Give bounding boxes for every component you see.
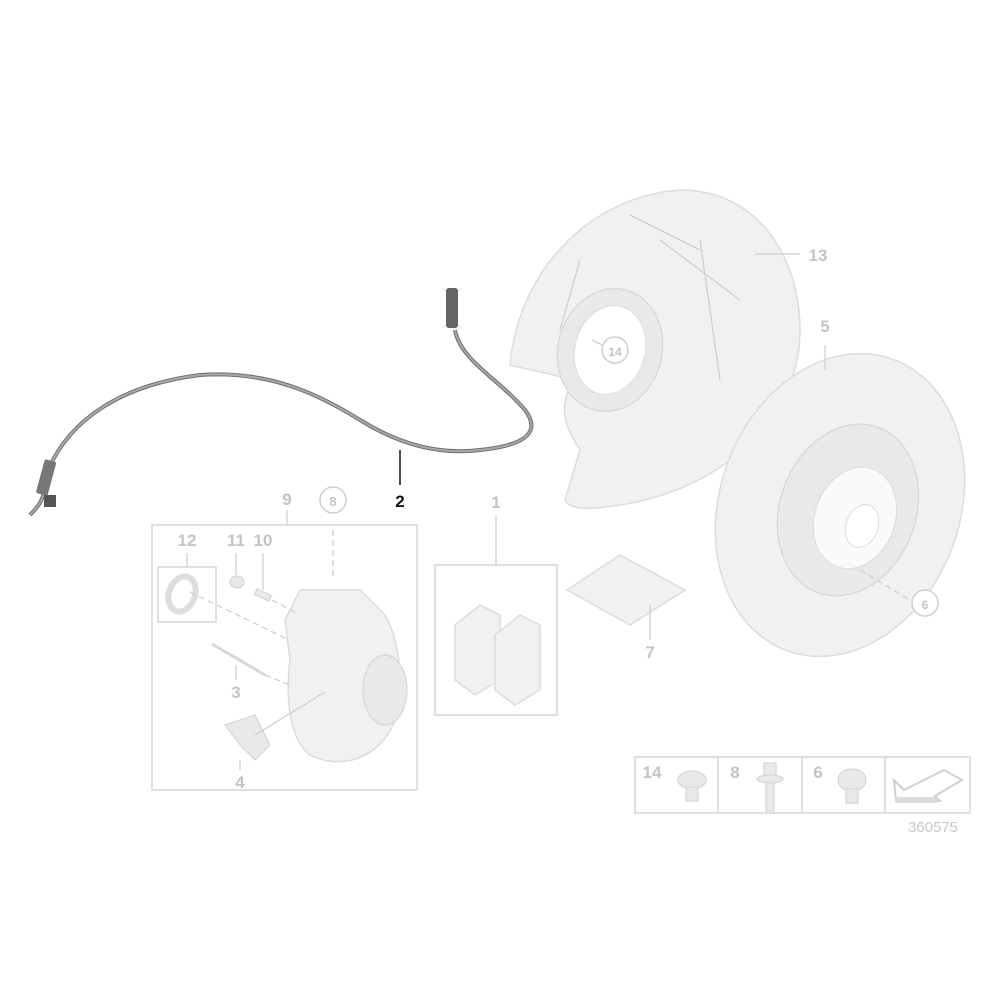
legend-item-8[interactable]: 8 — [730, 762, 784, 812]
bolt-icon — [756, 762, 784, 812]
label-9[interactable]: 9 — [282, 490, 291, 509]
label-13[interactable]: 13 — [809, 246, 828, 265]
countersunk-screw-icon — [837, 768, 867, 804]
label-7[interactable]: 7 — [645, 643, 654, 662]
part-9-caliper-group[interactable]: 9 8 12 11 10 3 4 — [151, 486, 418, 792]
flange-bolt-icon — [677, 770, 707, 802]
label-2[interactable]: 2 — [395, 492, 404, 511]
arrow-icon — [892, 768, 965, 803]
svg-text:14: 14 — [643, 763, 662, 782]
part-13-brake-shield[interactable]: 13 14 — [509, 189, 828, 510]
label-11[interactable]: 11 — [227, 531, 245, 550]
label-5[interactable]: 5 — [820, 317, 829, 336]
label-12[interactable]: 12 — [178, 531, 197, 550]
legend-item-arrow[interactable] — [892, 768, 965, 803]
label-4[interactable]: 4 — [235, 773, 245, 792]
label-3[interactable]: 3 — [231, 683, 240, 702]
label-14-circled[interactable]: 14 — [608, 345, 622, 359]
label-8-circled[interactable]: 8 — [329, 494, 336, 509]
part-1-brake-pads[interactable]: 1 — [434, 493, 558, 716]
part-5-brake-disc[interactable]: 5 6 — [674, 317, 1000, 692]
svg-text:8: 8 — [730, 763, 739, 782]
label-10[interactable]: 10 — [254, 531, 273, 550]
svg-text:6: 6 — [813, 763, 822, 782]
hardware-legend: 14 8 6 — [634, 756, 971, 814]
legend-item-6[interactable]: 6 — [813, 763, 867, 804]
diagram-number: 360575 — [908, 819, 958, 836]
label-1[interactable]: 1 — [491, 493, 500, 512]
legend-item-14[interactable]: 14 — [643, 763, 707, 802]
part-2-wear-sensor[interactable]: 2 — [28, 288, 534, 517]
sensor-connector — [446, 288, 458, 328]
part-7-pad-shim[interactable]: 7 — [565, 554, 687, 662]
label-6-circled[interactable]: 6 — [922, 598, 929, 612]
